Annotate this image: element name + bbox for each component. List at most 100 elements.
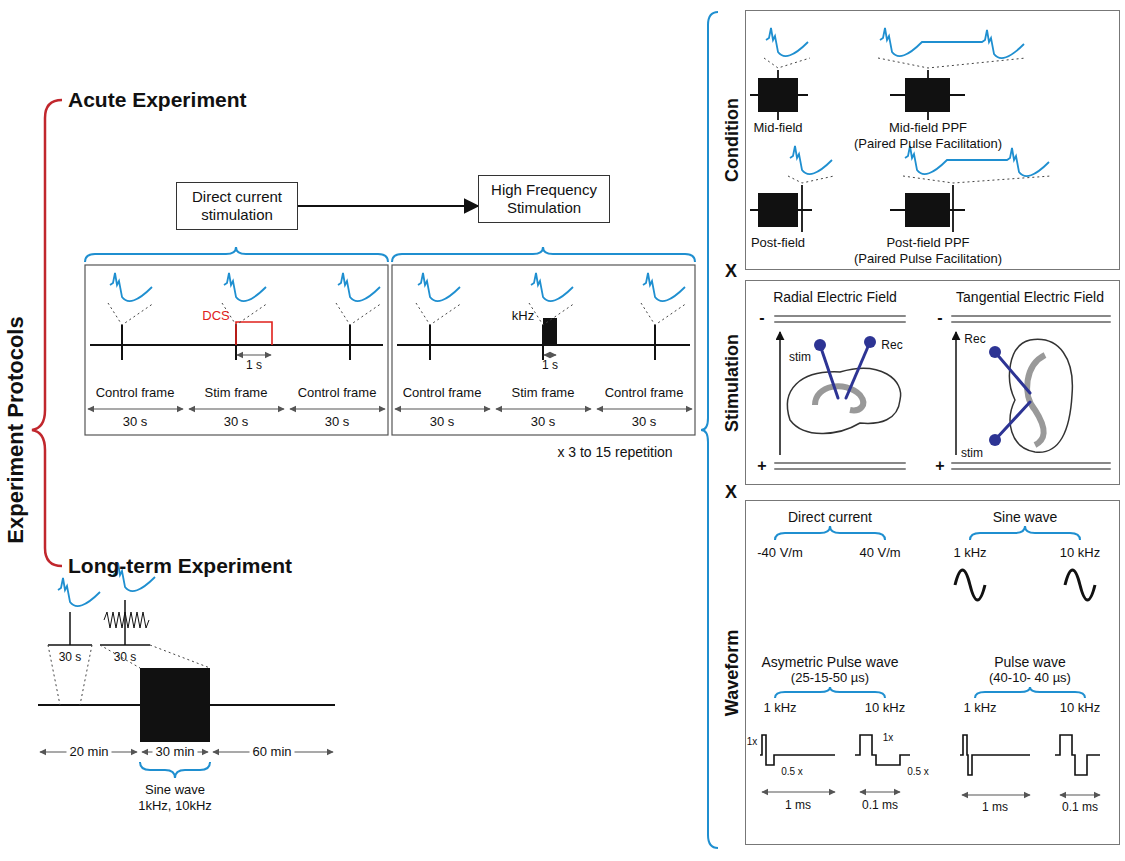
drawing-path [970, 526, 1080, 540]
annotation-label: 30 s [632, 415, 657, 430]
drawing-path [855, 735, 910, 765]
annotation-label: Control frame [298, 386, 377, 401]
drawing-line [952, 185, 954, 232]
annotation-label: -40 V/m [757, 546, 803, 561]
drawing-path [701, 12, 718, 848]
leader-dots [788, 176, 834, 183]
drawing-path [1010, 339, 1073, 452]
drawing-line [429, 325, 431, 360]
annotation-label: 0.1 ms [1062, 801, 1098, 815]
drawing-line [80, 645, 92, 705]
annotation-label: 1 s [542, 359, 558, 373]
drawing-g [775, 526, 1085, 698]
annotation-label: Mid-field [753, 121, 802, 136]
evoked-trace [224, 273, 266, 301]
leader-dots [529, 303, 575, 325]
drawing-rect [758, 78, 798, 112]
evoked-trace [880, 28, 1024, 58]
drawing-line [995, 352, 1030, 393]
annotation-label: DCS [202, 309, 229, 324]
drawing-line [150, 645, 210, 668]
drawing-line [775, 321, 905, 323]
annotation-label: 30 s [224, 415, 249, 430]
annotation-label: 30 s [325, 415, 350, 430]
annotation-label: 1kHz, 10kHz [138, 799, 212, 814]
evoked-trace [110, 273, 152, 301]
drawing-line [846, 342, 870, 398]
drawing-g [758, 78, 950, 227]
flow-arrow [298, 205, 478, 207]
drawing-g [762, 792, 1100, 795]
drawing-g [48, 600, 150, 645]
drawing-line [290, 408, 385, 409]
drawing-rect [543, 318, 557, 345]
annotation-label: kHz [512, 309, 534, 324]
annotation-label: 30 s [531, 415, 556, 430]
process-box: High Frequency Stimulation [478, 175, 610, 223]
annotation-label: X [725, 261, 737, 282]
annotation-label: 10 kHz [1060, 701, 1100, 716]
drawing-line [48, 645, 60, 705]
drawing-rect [905, 78, 950, 112]
annotation-label: Rec [964, 333, 985, 347]
box-text: Direct current stimulation [183, 188, 291, 224]
drawing-path [140, 762, 210, 778]
annotation-label: + [935, 457, 944, 475]
panel-heading: Condition [722, 98, 743, 182]
box-text: High Frequency Stimulation [485, 181, 603, 217]
drawing-path [955, 570, 985, 600]
annotation-label: 1 s [246, 359, 262, 373]
annotation-label: (Paired Pulse Facilitation) [854, 137, 1002, 152]
drawing-line [237, 354, 271, 355]
drawing-line [654, 325, 656, 360]
evoked-trace [531, 273, 573, 301]
drawing-path [1065, 570, 1095, 600]
annotation-label: 1 ms [982, 801, 1008, 815]
drawing-g [85, 265, 695, 435]
annotation-label: 30 s [114, 651, 137, 665]
section-heading: Experiment Protocols [3, 316, 28, 543]
drawing-circle [864, 336, 876, 348]
drawing-line [121, 325, 123, 360]
drawing-line [955, 332, 957, 455]
annotation-label: Control frame [403, 386, 482, 401]
annotation-label: 20 min [66, 745, 111, 760]
drawing-line [124, 600, 126, 645]
drawing-g [750, 70, 965, 232]
stimulation-panel: Stimulation [745, 280, 1120, 485]
drawing-line [597, 408, 692, 409]
annotation-label: Stim frame [512, 386, 575, 401]
drawing-g [780, 332, 956, 455]
annotation-label: Pulse wave [994, 654, 1066, 670]
drawing-g [90, 325, 690, 360]
drawing-line [995, 402, 1030, 440]
drawing-line [1060, 794, 1100, 795]
drawing-g [760, 735, 1100, 775]
annotation-label: Tangential Electric Field [956, 289, 1104, 305]
drawing-line [952, 462, 1110, 464]
drawing-line [88, 408, 183, 409]
leader-dots [108, 303, 154, 325]
annotation-label: 1x [883, 732, 894, 744]
annotation-label: + [757, 457, 766, 475]
drawing-rect [85, 265, 388, 435]
drawing-line [801, 185, 803, 232]
section-heading: Acute Experiment [68, 88, 247, 112]
drawing-path [1055, 735, 1100, 775]
drawing-line [952, 468, 1110, 470]
evoked-trace [643, 273, 685, 301]
annotation-label: 30 s [123, 415, 148, 430]
drawing-rect [758, 193, 798, 227]
drawing-g [48, 645, 210, 705]
drawing-rect [905, 193, 950, 227]
annotation-label: Stim frame [205, 386, 268, 401]
annotation-label: stim [961, 447, 983, 461]
annotation-label: 1 ms [785, 799, 811, 813]
annotation-label: stim [789, 351, 811, 365]
annotation-label: 0.5 x [781, 766, 803, 778]
process-box: Direct current stimulation [176, 182, 298, 230]
drawing-line [544, 354, 556, 355]
drawing-line [962, 794, 1030, 795]
leader-dots [764, 58, 810, 68]
drawing-g [775, 316, 1110, 469]
